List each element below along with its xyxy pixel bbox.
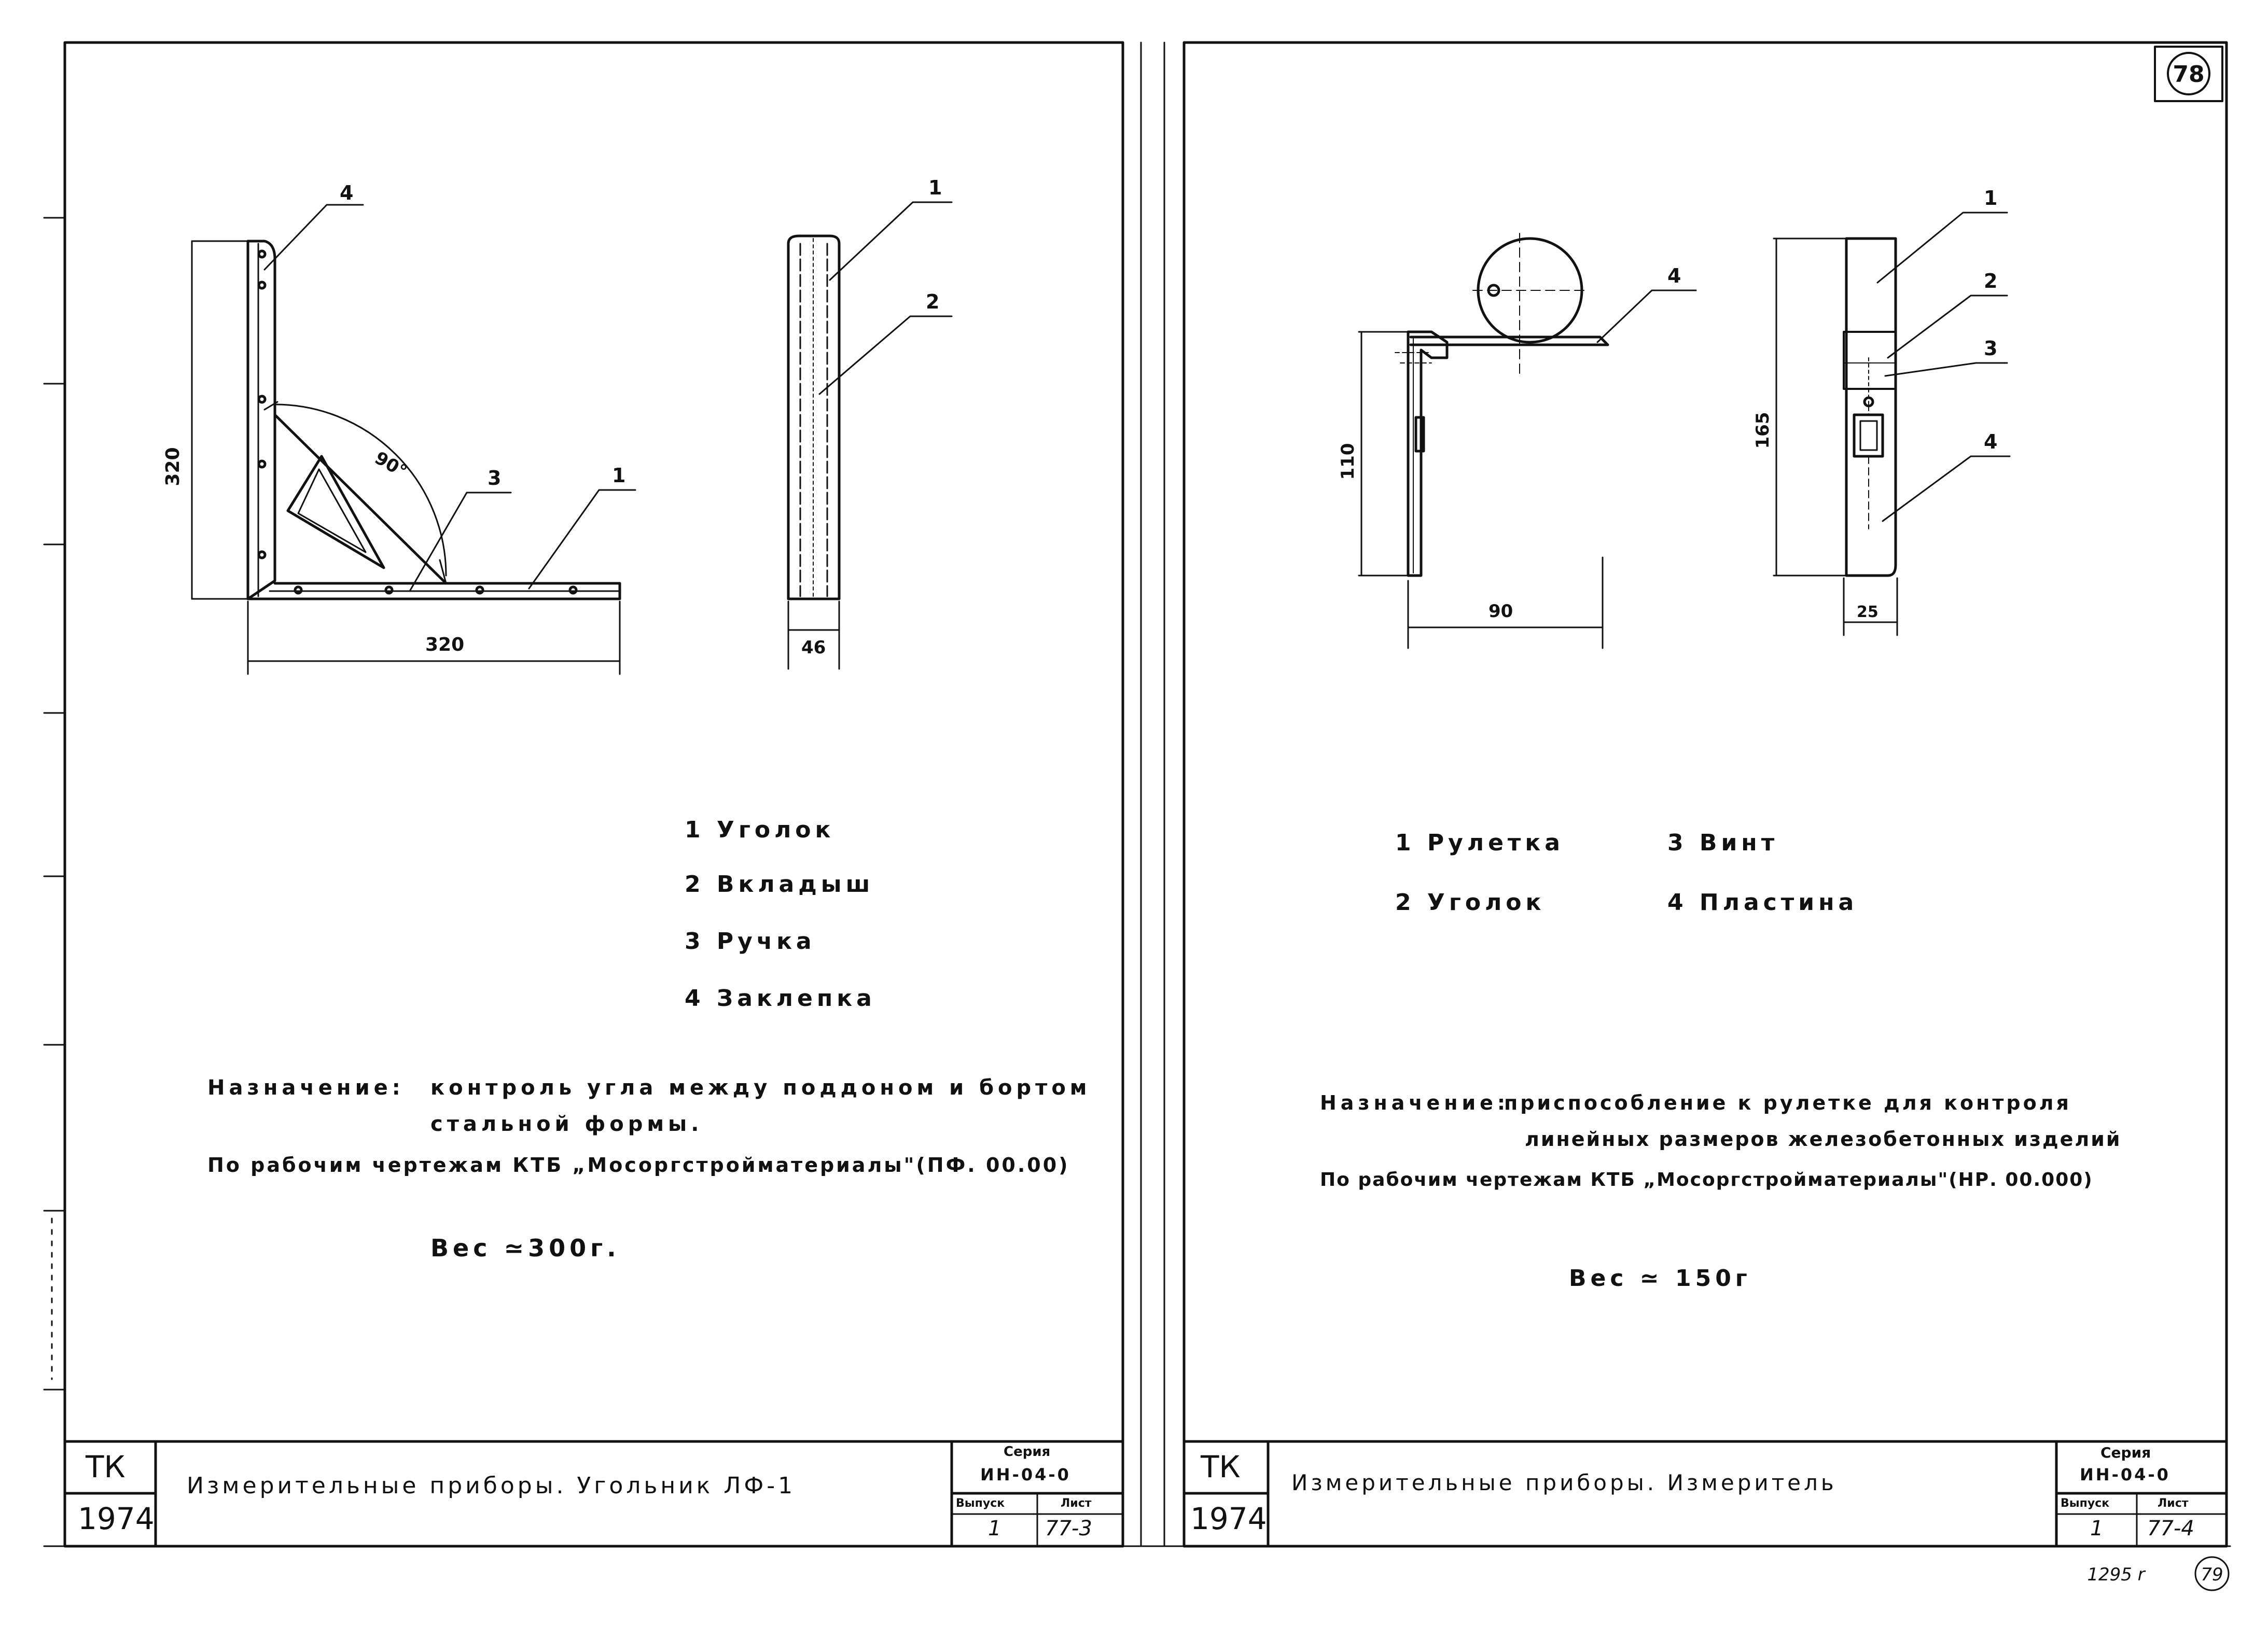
- dim-width-label: 320: [425, 634, 464, 655]
- left-purpose-line2: стальной формы.: [430, 1112, 703, 1136]
- right-tb-year: 1974: [1190, 1501, 1267, 1536]
- right-source-note: По рабочим чертежам КТБ „Мосоргстроймате…: [1320, 1169, 2093, 1190]
- l-square-side-view: [787, 234, 841, 600]
- right-tb-series-value: ИН-04-0: [2080, 1465, 2170, 1484]
- right-tb-org: ТК: [1201, 1449, 1241, 1484]
- tape-measure-side-view: [1843, 237, 1897, 577]
- right-purpose-line1: приспособление к рулетке для контроля: [1504, 1091, 2071, 1114]
- right-tb-sheet-value: 77-4: [2147, 1517, 2194, 1540]
- left-tb-series-label: Серия: [1004, 1444, 1051, 1460]
- dim-thickness-label: 46: [801, 637, 826, 658]
- side-view-dim-46: [787, 600, 840, 670]
- side-view-callout-leaders: [1876, 212, 2011, 522]
- right-tb-title: Измерительные приборы. Измеритель: [1291, 1470, 1837, 1495]
- left-legend-item-4: 4 Заклепка: [685, 985, 876, 1012]
- left-purpose-line1: контроль угла между поддоном и бортом: [430, 1076, 1091, 1100]
- right-sheet-frame: [1182, 41, 2228, 1548]
- left-title-block-lines: [63, 1440, 1124, 1548]
- right-weight: Вес ≃ 150г: [1569, 1265, 1751, 1292]
- right-dim-165: [1773, 237, 1847, 577]
- tape-measure-front-view: [1395, 233, 1609, 577]
- callout-1-side: 1: [928, 176, 942, 199]
- page-number-circle: [2167, 52, 2210, 95]
- page-number-box: [2154, 46, 2223, 102]
- left-tb-org: ТК: [86, 1449, 126, 1484]
- left-purpose-label: Назначение:: [207, 1076, 405, 1100]
- left-tb-series-value: ИН-04-0: [980, 1465, 1071, 1484]
- dim-height-label: 320: [162, 447, 184, 486]
- left-tb-title: Измерительные приборы. Угольник ЛФ-1: [187, 1473, 796, 1499]
- margin-ticks: [43, 217, 66, 1391]
- right-title-block-lines: [1182, 1440, 2228, 1548]
- callout-2-side: 2: [926, 290, 939, 313]
- corner-number: 79: [2201, 1564, 2223, 1585]
- l-square-front-view: [246, 240, 621, 600]
- callout-1-right: 1: [1984, 187, 1997, 209]
- left-sheet-frame: [63, 41, 1124, 1548]
- left-tb-issue-label: Выпуск: [956, 1497, 1005, 1510]
- left-tb-sheet-value: 77-3: [1045, 1517, 1092, 1540]
- left-tb-issue-value: 1: [988, 1517, 1001, 1540]
- callout-4-left: 4: [340, 181, 353, 204]
- left-weight: Вес ≃300г.: [430, 1234, 620, 1262]
- right-tb-issue-label: Выпуск: [2061, 1497, 2110, 1510]
- corner-circle: [2194, 1556, 2230, 1591]
- left-legend-item-1: 1 Уголок: [685, 817, 835, 843]
- left-callout-leaders: [263, 204, 636, 592]
- callout-4-front: 4: [1667, 264, 1681, 287]
- dim-height-165: 165: [1752, 412, 1773, 449]
- dim-width-90: 90: [1488, 601, 1513, 622]
- right-dim-90: [1407, 556, 1604, 649]
- page-number: 78: [2173, 61, 2204, 88]
- side-callout-leaders: [818, 201, 953, 395]
- callout-3-left: 3: [488, 467, 501, 489]
- dim-height-110: 110: [1338, 443, 1358, 480]
- dimension-width-320: [247, 600, 621, 675]
- right-dim-25: [1843, 577, 1898, 636]
- sheet-frames: [43, 41, 2231, 1548]
- dim-thickness-25: 25: [1857, 603, 1879, 621]
- bottom-note: 1295 r: [2087, 1564, 2146, 1585]
- right-tb-sheet-label: Лист: [2158, 1497, 2189, 1510]
- callout-3-right: 3: [1984, 337, 1997, 360]
- left-tb-year: 1974: [78, 1501, 155, 1536]
- callout-2-right: 2: [1984, 270, 1997, 292]
- right-dim-110: [1358, 331, 1409, 577]
- callout-4-right: 4: [1984, 430, 1997, 453]
- left-legend-item-2: 2 Вкладыш: [685, 871, 874, 898]
- right-legend-item-1: 1 Рулетка: [1395, 830, 1564, 856]
- right-legend-item-3: 3 Винт: [1667, 830, 1779, 856]
- right-purpose-line2: линейных размеров железобетонных изделий: [1525, 1128, 2122, 1151]
- right-legend-item-2: 2 Уголок: [1395, 889, 1546, 916]
- right-tb-issue-value: 1: [2090, 1517, 2104, 1540]
- dimension-height-320: [191, 240, 249, 600]
- left-legend-item-3: 3 Ручка: [685, 928, 816, 955]
- left-source-note: По рабочим чертежам КТБ „Мосоргстроймате…: [207, 1154, 1070, 1176]
- callout-leader-4-front: [1596, 289, 1697, 343]
- right-tb-series-label: Серия: [2100, 1444, 2151, 1461]
- right-purpose-label: Назначение:: [1320, 1091, 1510, 1114]
- right-legend-item-4: 4 Пластина: [1667, 889, 1858, 916]
- angle-label: 90°: [371, 447, 411, 482]
- callout-1-left-a: 1: [612, 464, 625, 487]
- left-tb-sheet-label: Лист: [1061, 1497, 1092, 1510]
